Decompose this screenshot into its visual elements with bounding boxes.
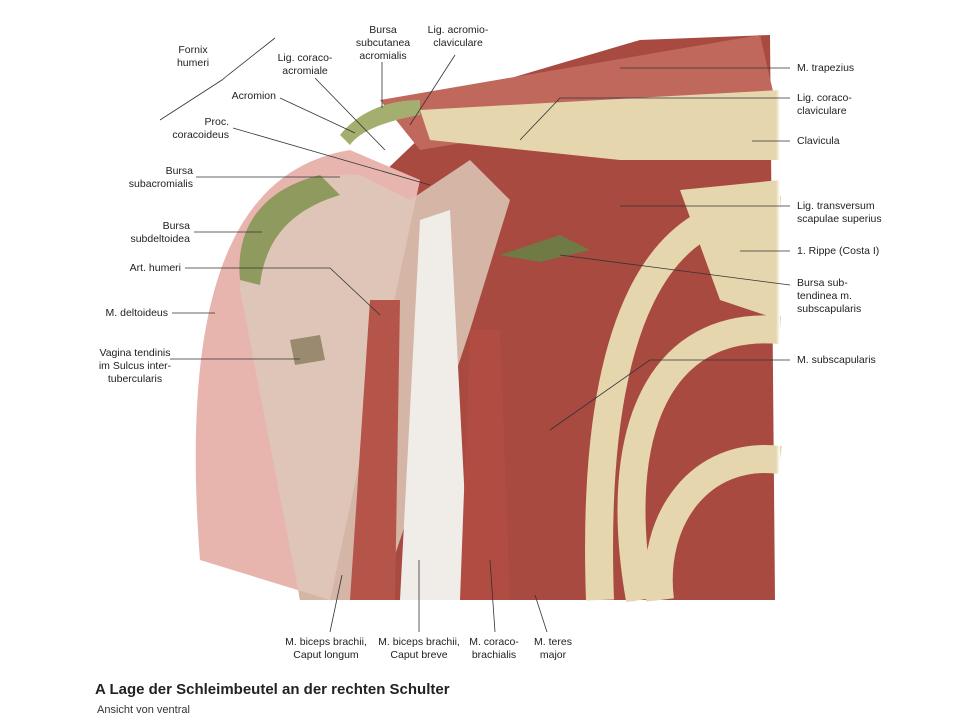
label-m-deltoideus: M. deltoideus — [105, 307, 168, 319]
label-m-subscapularis: M. subscapularis — [797, 354, 876, 366]
label-acromion: Acromion — [231, 90, 276, 102]
leader-lines — [159, 37, 791, 633]
clavicula-bone — [420, 90, 780, 160]
label-1-rippe: 1. Rippe (Costa I) — [797, 245, 880, 257]
label-bursa-subtendinea: Bursa sub-tendinea m.subscapularis — [797, 277, 862, 315]
biceps-tendon — [400, 210, 470, 600]
label-m-trapezius: M. trapezius — [797, 62, 855, 74]
figure-subtitle: Ansicht von ventral — [97, 704, 190, 716]
label-clavicula: Clavicula — [797, 135, 840, 147]
figure-title: A Lage der Schleimbeutel an der rechten … — [95, 681, 450, 698]
label-lig-coracoclaviculare: Lig. coraco-claviculare — [797, 92, 852, 117]
label-biceps-caput-breve: M. biceps brachii,Caput breve — [378, 636, 460, 661]
label-proc-coracoideus: Proc.coracoideus — [172, 116, 229, 141]
label-coracobrachialis: M. coraco-brachialis — [469, 636, 519, 661]
anatomy-drawing — [180, 20, 782, 620]
label-lig-acromioclaviculare: Lig. acromio-claviculare — [427, 24, 489, 49]
label-biceps-caput-longum: M. biceps brachii,Caput longum — [285, 636, 367, 661]
label-lig-coracoacromiale: Lig. coraco-acromiale — [277, 52, 333, 77]
label-art-humeri: Art. humeri — [129, 262, 181, 274]
